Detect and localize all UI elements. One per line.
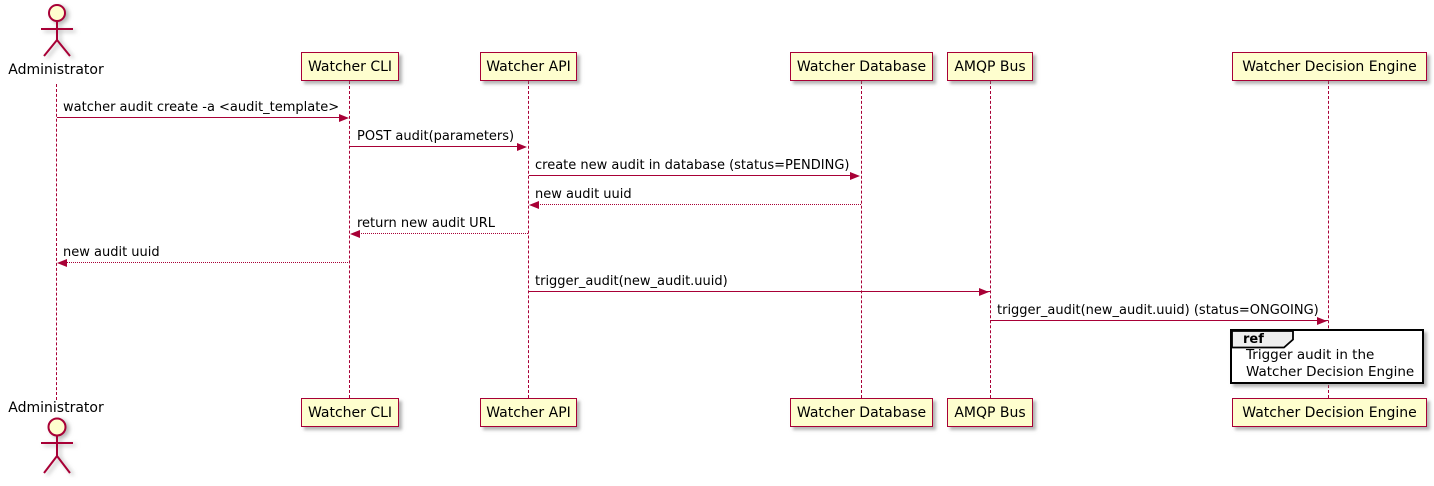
- message-2-line: [350, 146, 518, 147]
- administrator-actor-icon-bottom: [41, 417, 73, 474]
- lifeline-administrator: [56, 84, 57, 400]
- ref-text-line-2: Watcher Decision Engine: [1246, 364, 1415, 380]
- message-3-line: [529, 175, 851, 176]
- participant-amqp-bus-bottom: AMQP Bus: [947, 398, 1033, 427]
- message-1-line: [57, 117, 340, 118]
- message-6-label: new audit uuid: [63, 245, 160, 260]
- message-1-arrowhead-icon: [339, 114, 349, 122]
- message-8-line: [990, 320, 1328, 321]
- participant-watcher-decision-engine-top: Watcher Decision Engine: [1232, 52, 1427, 81]
- message-8-label: trigger_audit(new_audit.uuid) (status=ON…: [997, 303, 1319, 318]
- lifeline-watcher-cli: [349, 81, 350, 398]
- message-4-label: new audit uuid: [535, 187, 632, 202]
- message-5-label: return new audit URL: [357, 216, 495, 231]
- message-6-arrowhead-icon: [57, 259, 67, 267]
- lifeline-watcher-decision-engine: [1328, 81, 1329, 398]
- message-2-label: POST audit(parameters): [357, 129, 515, 144]
- lifeline-amqp-bus: [990, 81, 991, 398]
- participant-watcher-database-top: Watcher Database: [790, 52, 933, 81]
- message-8-arrowhead-icon: [1317, 317, 1327, 325]
- lifeline-watcher-database: [861, 81, 862, 398]
- participant-watcher-database-bottom: Watcher Database: [790, 398, 933, 427]
- administrator-label-top: Administrator: [8, 62, 104, 78]
- message-3-label: create new audit in database (status=PEN…: [535, 158, 850, 173]
- message-7-arrowhead-icon: [979, 288, 989, 296]
- ref-tag-pentagon-icon: [1231, 330, 1294, 349]
- message-1-label: watcher audit create -a <audit_template>: [63, 100, 340, 115]
- message-2-arrowhead-icon: [517, 143, 527, 151]
- message-7-line: [529, 291, 990, 292]
- administrator-actor-icon: [41, 4, 73, 57]
- administrator-label-bottom: Administrator: [8, 400, 104, 416]
- message-5-arrowhead-icon: [350, 230, 360, 238]
- ref-fragment: ref Trigger audit in the Watcher Decisio…: [1230, 329, 1424, 384]
- participant-watcher-cli-top: Watcher CLI: [301, 52, 399, 81]
- participant-watcher-decision-engine-bottom: Watcher Decision Engine: [1232, 398, 1427, 427]
- message-3-arrowhead-icon: [850, 172, 860, 180]
- message-4-line: [538, 204, 861, 205]
- message-6-line: [66, 262, 350, 263]
- lifeline-watcher-api: [528, 81, 529, 398]
- participant-watcher-cli-bottom: Watcher CLI: [301, 398, 399, 427]
- participant-watcher-api-top: Watcher API: [480, 52, 577, 81]
- ref-text-line-1: Trigger audit in the: [1246, 347, 1375, 363]
- message-4-arrowhead-icon: [529, 201, 539, 209]
- ref-keyword: ref: [1243, 332, 1264, 347]
- participant-amqp-bus-top: AMQP Bus: [947, 52, 1033, 81]
- message-7-label: trigger_audit(new_audit.uuid): [535, 274, 728, 289]
- message-5-line: [359, 233, 528, 234]
- participant-watcher-api-bottom: Watcher API: [480, 398, 577, 427]
